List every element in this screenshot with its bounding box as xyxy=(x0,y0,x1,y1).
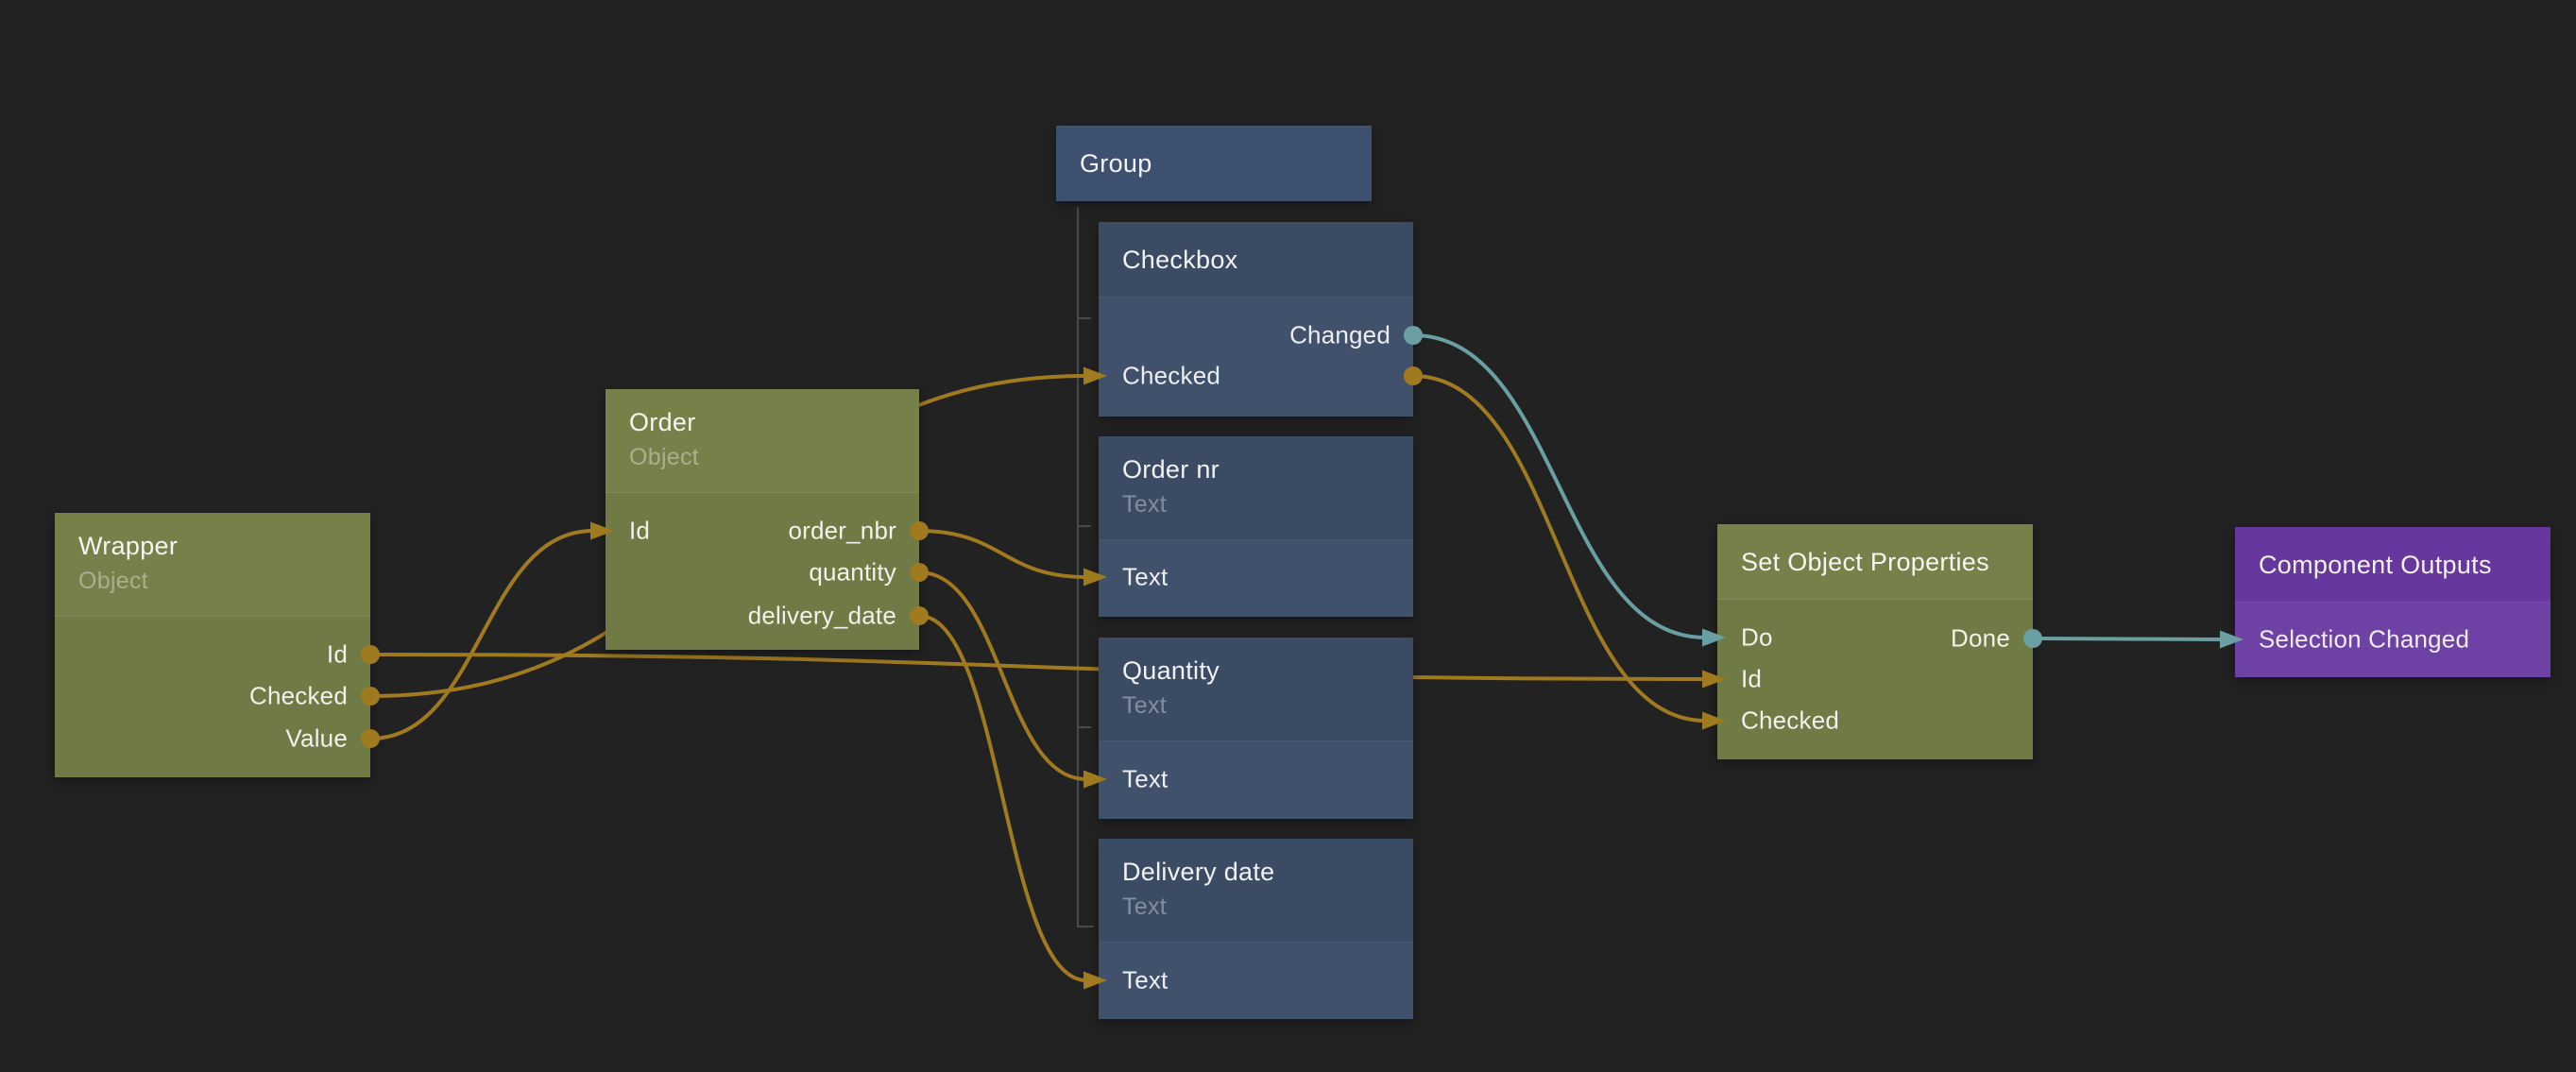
port-sop-checked: Checked xyxy=(1741,706,1840,735)
node-quantity[interactable]: Quantity Text Text xyxy=(1099,638,1413,819)
node-title: Order xyxy=(629,408,696,436)
node-group[interactable]: Group xyxy=(1056,126,1372,201)
port-quantity-text: Text xyxy=(1122,764,1169,793)
port-componentoutputs-selectionchanged: Selection Changed xyxy=(2259,624,2470,654)
node-header: Order nr Text xyxy=(1099,436,1413,540)
node-order[interactable]: Order Object Id order_nbr quantity deliv… xyxy=(606,389,919,650)
node-title: Component Outputs xyxy=(2259,550,2492,579)
node-header: Group xyxy=(1056,126,1372,201)
node-title: Group xyxy=(1080,149,1152,178)
port-order-quantity: quantity xyxy=(809,557,896,587)
node-title: Wrapper xyxy=(78,532,179,560)
wire-order-quantity-to-quantity-text[interactable] xyxy=(918,570,1087,781)
port-deliverydate-text: Text xyxy=(1122,965,1169,995)
node-header: Set Object Properties xyxy=(1717,524,2033,600)
node-title: Order nr xyxy=(1122,455,1220,484)
port-sop-done: Done xyxy=(1951,623,2010,653)
node-header: Order Object xyxy=(606,389,919,493)
node-checkbox[interactable]: Checkbox Changed Checked xyxy=(1099,222,1413,417)
node-order-nr[interactable]: Order nr Text Text xyxy=(1099,436,1413,617)
node-set-object-properties[interactable]: Set Object Properties Do Done Id Checked xyxy=(1717,524,2033,759)
node-header: Wrapper Object xyxy=(55,513,370,617)
wire-order-deliverydate-to-deliverydate-text[interactable] xyxy=(918,614,1087,982)
wire-wrapper-value-to-order-id[interactable] xyxy=(369,529,594,740)
port-order-deliverydate: delivery_date xyxy=(747,601,896,630)
port-sop-id: Id xyxy=(1741,664,1763,693)
node-title: Quantity xyxy=(1122,656,1220,685)
node-subtitle: Object xyxy=(629,444,700,470)
node-subtitle: Object xyxy=(78,568,149,594)
port-wrapper-checked: Checked xyxy=(248,681,348,710)
wire-wrapper-id-to-sop-id[interactable] xyxy=(369,653,1706,681)
port-sop-do: Do xyxy=(1741,622,1773,652)
node-header: Quantity Text xyxy=(1099,638,1413,741)
node-header: Delivery date Text xyxy=(1099,839,1413,943)
port-order-ordernbr: order_nbr xyxy=(788,516,896,545)
node-subtitle: Text xyxy=(1122,692,1168,719)
port-checkbox-changed: Changed xyxy=(1289,320,1390,349)
group-tree-connector xyxy=(1077,207,1094,927)
node-subtitle: Text xyxy=(1122,491,1168,518)
wire-order-ordernbr-to-ordernr-text[interactable] xyxy=(918,529,1087,579)
port-order-id: Id xyxy=(629,516,651,545)
wire-sop-done-to-componentoutputs-selectionchanged[interactable] xyxy=(2032,637,2224,641)
node-title: Delivery date xyxy=(1122,858,1275,886)
node-title: Checkbox xyxy=(1122,245,1238,274)
node-header: Component Outputs xyxy=(2235,527,2550,603)
node-header: Checkbox xyxy=(1099,222,1413,298)
port-checkbox-checked: Checked xyxy=(1122,361,1221,390)
wire-checkbox-checked-to-sop-checked[interactable] xyxy=(1412,374,1706,723)
node-component-outputs[interactable]: Component Outputs Selection Changed xyxy=(2235,527,2550,677)
port-wrapper-value: Value xyxy=(285,723,348,753)
node-title: Set Object Properties xyxy=(1741,547,1989,576)
node-wrapper[interactable]: Wrapper Object Id Checked Value xyxy=(55,513,370,777)
port-wrapper-id: Id xyxy=(326,639,348,669)
wire-checkbox-changed-to-sop-do[interactable] xyxy=(1412,333,1706,639)
node-delivery-date[interactable]: Delivery date Text Text xyxy=(1099,839,1413,1019)
node-subtitle: Text xyxy=(1122,893,1168,920)
port-ordernr-text: Text xyxy=(1122,562,1169,591)
